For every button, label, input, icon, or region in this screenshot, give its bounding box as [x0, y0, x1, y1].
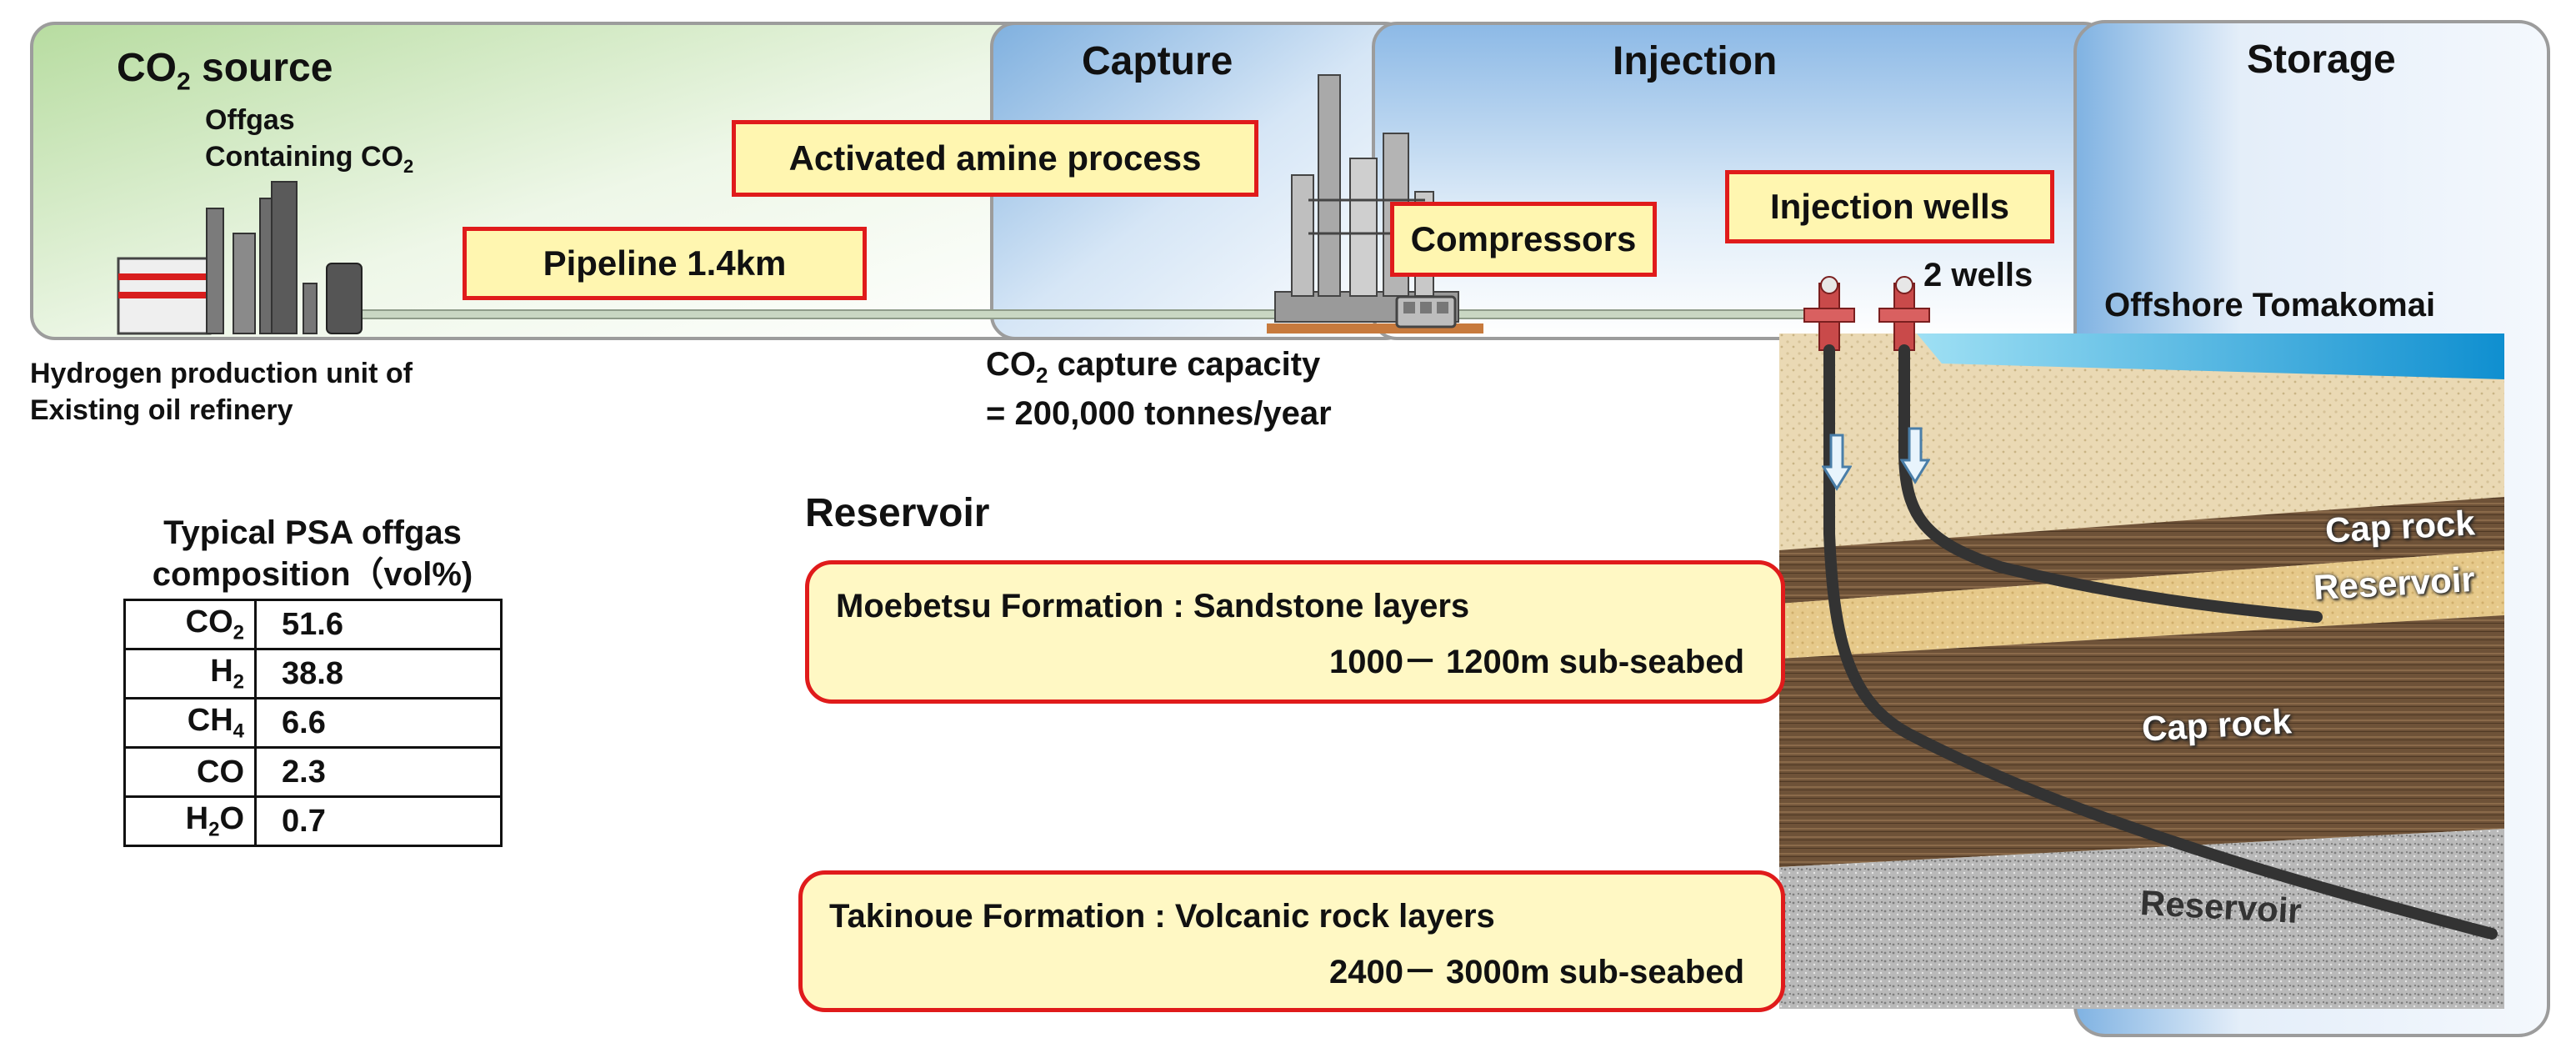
psa-gas-cell: H2 [123, 648, 257, 699]
source-title: CO2 source [117, 46, 333, 96]
capture-capacity: CO2 capture capacity = 200,000 tonnes/ye… [986, 346, 1332, 432]
moebetsu-formation-box: Moebetsu Formation : Sandstone layers 10… [805, 560, 1785, 704]
psa-gas-cell: CO [123, 746, 257, 798]
moebetsu-line2: 1000－ 1200m sub-seabed [1328, 644, 1744, 680]
psa-value-cell: 2.3 [254, 746, 503, 798]
injection-wells-label: Injection wells [1725, 170, 2054, 243]
takinoue-line1: Takinoue Formation : Volcanic rock layer… [829, 898, 1495, 935]
psa-value-cell: 38.8 [254, 648, 503, 699]
compressors-label: Compressors [1390, 202, 1657, 277]
offshore-label: Offshore Tomakomai [2104, 287, 2436, 323]
cap-rock-lower-label: Cap rock [2140, 701, 2293, 749]
reservoir-lower-label: Reservoir [2138, 882, 2303, 931]
source-caption: Hydrogen production unit of Existing oil… [30, 358, 413, 426]
down-arrow-icon [1900, 427, 1930, 484]
refinery-icon [117, 181, 363, 335]
psa-gas-cell: CH4 [123, 697, 257, 749]
amine-process-label: Activated amine process [732, 120, 1258, 197]
psa-table-title: Typical PSA offgas composition（vol%) [152, 514, 473, 593]
compressor-icon [1395, 295, 1457, 328]
capture-title: Capture [1082, 39, 1233, 83]
storage-title: Storage [2247, 38, 2396, 82]
psa-gas-cell: CO2 [123, 599, 257, 650]
psa-value-cell: 0.7 [254, 795, 503, 847]
reservoir-upper-label: Reservoir [2312, 559, 2476, 608]
moebetsu-line1: Moebetsu Formation : Sandstone layers [836, 588, 1470, 624]
wells-count-label: 2 wells [1923, 257, 2033, 293]
takinoue-formation-box: Takinoue Formation : Volcanic rock layer… [798, 870, 1785, 1012]
injection-title: Injection [1613, 39, 1778, 83]
wellhead-icon [1878, 276, 1930, 351]
wellhead-icon [1803, 276, 1855, 351]
psa-gas-cell: H2O [123, 795, 257, 847]
down-arrow-icon [1822, 434, 1852, 491]
psa-value-cell: 6.6 [254, 697, 503, 749]
takinoue-line2: 2400－ 3000m sub-seabed [1328, 954, 1744, 990]
pipeline-label: Pipeline 1.4km [463, 227, 867, 300]
psa-value-cell: 51.6 [254, 599, 503, 650]
cap-rock-upper-label: Cap rock [2323, 503, 2476, 550]
reservoir-heading: Reservoir [805, 491, 990, 535]
offgas-label: Offgas Containing CO2 [205, 104, 414, 177]
